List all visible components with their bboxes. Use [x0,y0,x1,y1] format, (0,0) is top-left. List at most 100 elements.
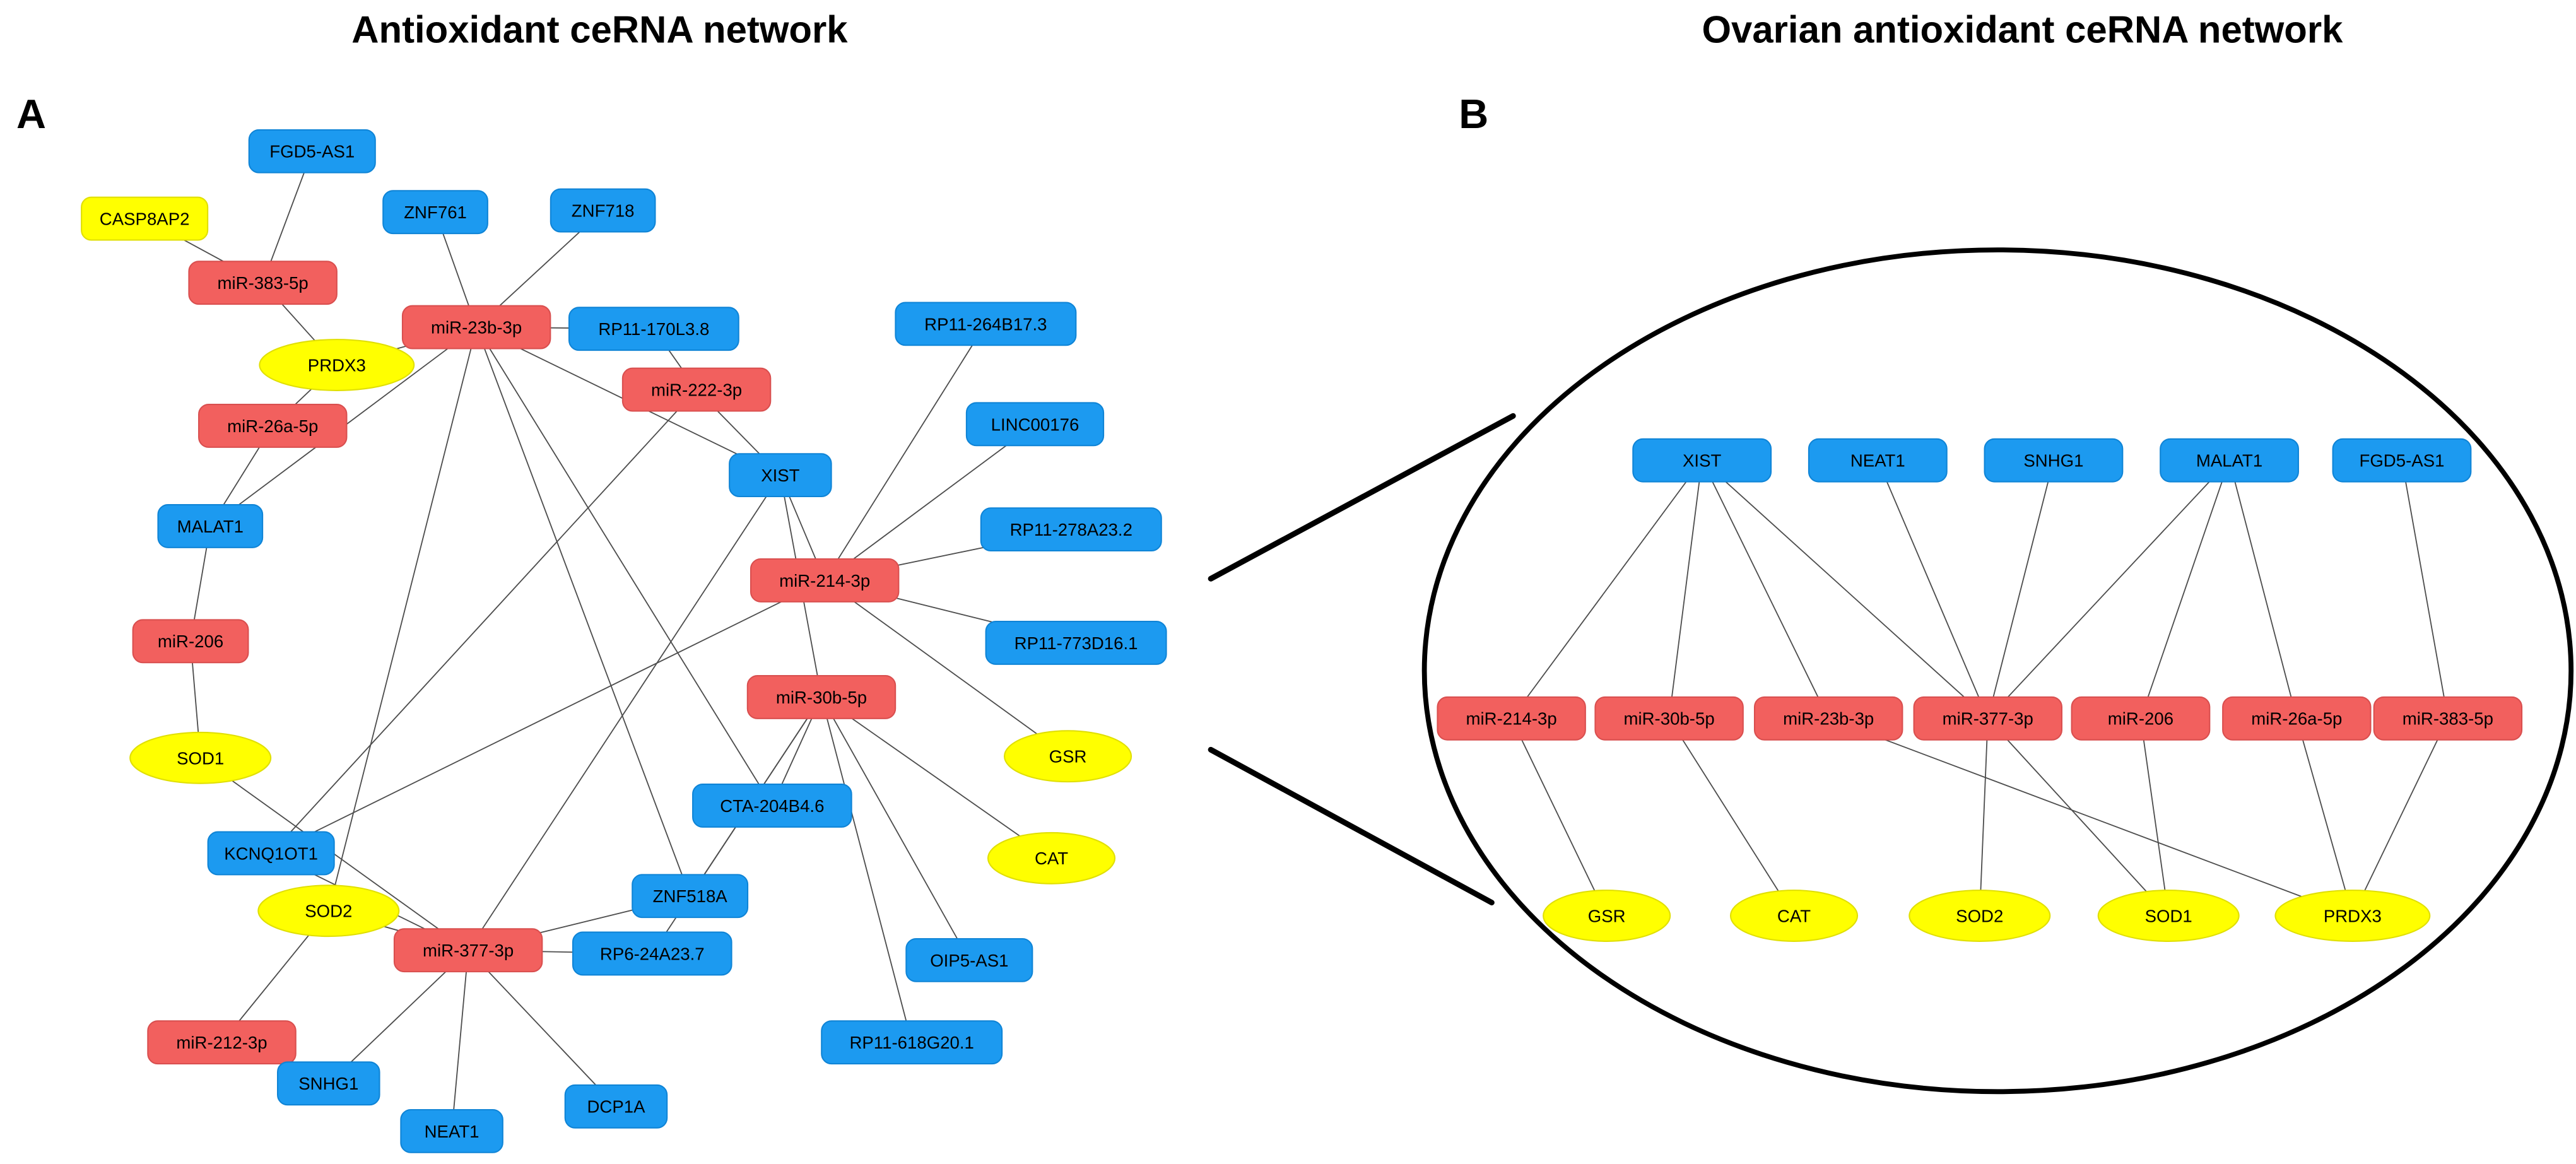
b-node-shape-gene-ellipse [2097,890,2240,942]
a-node-label: SOD1 [177,748,224,768]
a-node-RP11-264B17.3: RP11-264B17.3 [895,302,1077,346]
a-node-miR-383-5p: miR-383-5p [188,261,338,305]
a-node-label: ZNF761 [404,203,467,222]
b-node-label: SOD1 [2145,906,2192,926]
a-node-label: miR-26a-5p [227,416,318,436]
a-node-label: miR-383-5p [218,273,309,293]
a-node-shape-lncrna-rect [632,874,749,919]
b-node-shape-lncrna-rect [1632,438,1772,483]
b-edge-SNHG1--miR-377-3p [1987,459,2054,719]
a-node-label: miR-30b-5p [776,688,867,707]
b-node-FGD5-AS1: FGD5-AS1 [2332,438,2472,483]
b-node-miR-26a-5p: miR-26a-5p [2222,696,2372,741]
a-edge-miR-214-3p--GSR [824,579,1069,757]
a-node-shape-lncrna-rect [207,831,335,876]
a-node-label: GSR [1049,747,1087,767]
b-node-SOD2: SOD2 [1908,890,2051,942]
a-node-label: miR-214-3p [779,571,870,591]
a-node-shape-mirna-rect [746,674,897,719]
a-node-label: ZNF518A [653,886,728,906]
a-node-label: RP6-24A23.7 [600,944,705,963]
a-node-CTA-204B4.6: CTA-204B4.6 [692,783,852,828]
a-node-shape-gene-ellipse [257,885,400,938]
b-edge-miR-383-5p--PRDX3 [2351,717,2449,917]
b-edge-miR-206--SOD1 [2140,717,2170,917]
a-node-label: CAT [1035,849,1068,868]
b-node-shape-mirna-rect [2373,696,2523,741]
a-node-RP11-618G20.1: RP11-618G20.1 [821,1020,1003,1065]
a-node-shape-lncrna-rect [729,453,832,498]
a-node-KCNQ1OT1: KCNQ1OT1 [207,831,335,876]
a-edge-RP11-264B17.3--miR-214-3p [824,323,987,581]
a-node-XIST: XIST [729,453,832,498]
a-node-shape-gene-ellipse [259,339,415,391]
b-node-label: FGD5-AS1 [2359,451,2444,471]
a-node-shape-lncrna-rect [985,621,1167,665]
a-node-shape-lncrna-rect [248,129,376,173]
b-node-MALAT1: MALAT1 [2160,438,2299,483]
a-node-SNHG1: SNHG1 [277,1061,380,1106]
a-node-miR-214-3p: miR-214-3p [750,558,900,603]
a-node-label: CASP8AP2 [100,209,190,229]
a-node-ZNF761: ZNF761 [382,190,488,235]
a-node-label: MALAT1 [177,517,244,536]
a-node-CASP8AP2: CASP8AP2 [81,196,209,241]
a-node-shape-gene-rect [81,196,209,241]
a-node-ZNF518A: ZNF518A [632,874,749,919]
b-node-miR-30b-5p: miR-30b-5p [1594,696,1744,741]
b-node-label: NEAT1 [1850,451,1905,471]
a-node-shape-lncrna-rect [980,507,1162,552]
a-node-shape-lncrna-rect [277,1061,380,1106]
b-node-miR-206: miR-206 [2071,696,2211,741]
b-node-miR-383-5p: miR-383-5p [2373,696,2523,741]
a-node-shape-mirna-rect [393,928,543,973]
a-edge-miR-377-3p--SNHG1 [327,949,469,1085]
a-node-shape-lncrna-rect [382,190,488,235]
a-edge-LINC00176--miR-214-3p [824,423,1036,581]
a-node-label: miR-222-3p [651,380,742,400]
b-edge-miR-26a-5p--PRDX3 [2296,717,2353,917]
a-node-miR-377-3p: miR-377-3p [393,928,543,973]
a-node-shape-lncrna-rect [895,302,1077,346]
a-node-MALAT1: MALAT1 [157,503,264,548]
b-node-NEAT1: NEAT1 [1808,438,1948,483]
b-node-shape-lncrna-rect [1808,438,1948,483]
a-node-shape-lncrna-rect [564,1084,668,1129]
b-edge-miR-30b-5p--CAT [1668,717,1795,917]
a-edge-XIST--miR-377-3p [468,474,781,951]
a-node-shape-mirna-rect [401,305,551,350]
b-node-SNHG1: SNHG1 [1984,438,2124,483]
a-node-shape-lncrna-rect [965,402,1105,447]
a-node-NEAT1: NEAT1 [400,1108,503,1153]
a-node-label: RP11-773D16.1 [1015,633,1138,653]
b-node-GSR: GSR [1543,890,1671,942]
a-node-shape-mirna-rect [132,619,249,664]
a-node-label: RP11-170L3.8 [598,319,709,339]
a-node-shape-lncrna-rect [905,938,1033,982]
a-node-miR-206: miR-206 [132,619,249,664]
a-node-miR-222-3p: miR-222-3p [621,367,772,412]
a-node-label: miR-23b-3p [431,318,522,338]
b-node-label: CAT [1777,906,1811,926]
a-node-shape-lncrna-rect [821,1020,1003,1065]
b-edge-MALAT1--miR-377-3p [1987,459,2230,719]
panel-b-boundary-ellipse [1421,247,2574,1095]
b-node-label: SNHG1 [2023,451,2083,471]
b-edge-miR-377-3p--SOD2 [1979,717,1989,917]
b-node-label: miR-377-3p [1943,709,2033,729]
a-node-label: ZNF718 [572,201,635,220]
b-edge-XIST--miR-30b-5p [1668,459,1703,719]
b-node-shape-mirna-rect [1437,696,1586,741]
b-node-label: MALAT1 [2196,451,2262,471]
a-node-shape-lncrna-rect [572,931,732,976]
b-node-miR-23b-3p: miR-23b-3p [1753,696,1903,741]
b-node-label: miR-30b-5p [1624,709,1715,729]
a-node-SOD2: SOD2 [257,885,400,938]
b-edge-XIST--miR-377-3p [1701,459,1989,719]
a-edge-miR-30b-5p--OIP5-AS1 [821,697,970,961]
b-node-shape-mirna-rect [2071,696,2211,741]
b-node-shape-gene-ellipse [2274,890,2431,942]
panel-b-title: Ovarian antioxidant ceRNA network [1702,9,2343,51]
